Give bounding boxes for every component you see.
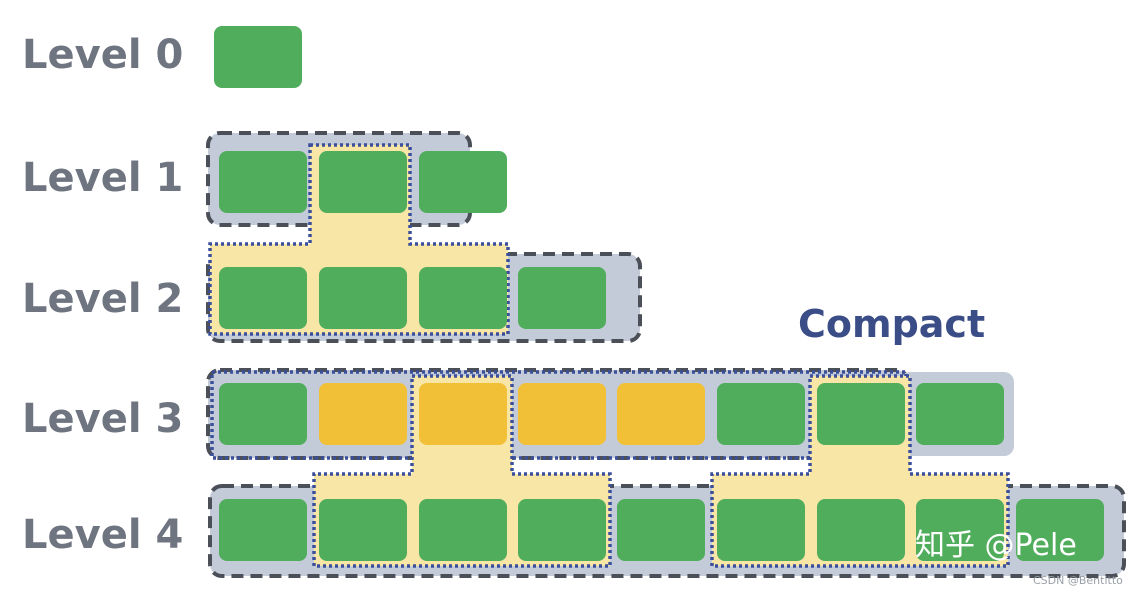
- sstable-block-new: [617, 383, 705, 445]
- sstable-block: [319, 267, 407, 329]
- sstable-block-new: [419, 383, 507, 445]
- sstable-block: [717, 499, 805, 561]
- sstable-block: [219, 267, 307, 329]
- sstable-block: [817, 383, 905, 445]
- sstable-block: [1016, 499, 1104, 561]
- sstable-block: [518, 499, 606, 561]
- sstable-block: [518, 267, 606, 329]
- level-3-label: Level 3: [22, 396, 183, 442]
- sstable-block-new: [518, 383, 606, 445]
- sstable-block: [319, 499, 407, 561]
- sstable-block: [617, 499, 705, 561]
- sstable-block-new: [319, 383, 407, 445]
- level-1-label: Level 1: [22, 155, 183, 201]
- sstable-block: [219, 151, 307, 213]
- compact-annotation: Compact: [798, 302, 985, 346]
- sstable-block: [717, 383, 805, 445]
- sstable-block: [214, 26, 302, 88]
- sstable-block: [319, 151, 407, 213]
- sstable-block: [916, 383, 1004, 445]
- sstable-block: [916, 499, 1004, 561]
- sstable-block: [219, 499, 307, 561]
- sstable-block: [419, 499, 507, 561]
- credit-text: CSDN @Bentitto: [1033, 574, 1123, 587]
- sstable-block: [817, 499, 905, 561]
- sstable-block: [219, 383, 307, 445]
- level-0-label: Level 0: [22, 32, 183, 78]
- level-4-label: Level 4: [22, 512, 183, 558]
- sstable-block: [419, 151, 507, 213]
- sstable-block: [419, 267, 507, 329]
- watermark-text: 知乎 @Pele: [915, 528, 1077, 563]
- level-2-label: Level 2: [22, 276, 183, 322]
